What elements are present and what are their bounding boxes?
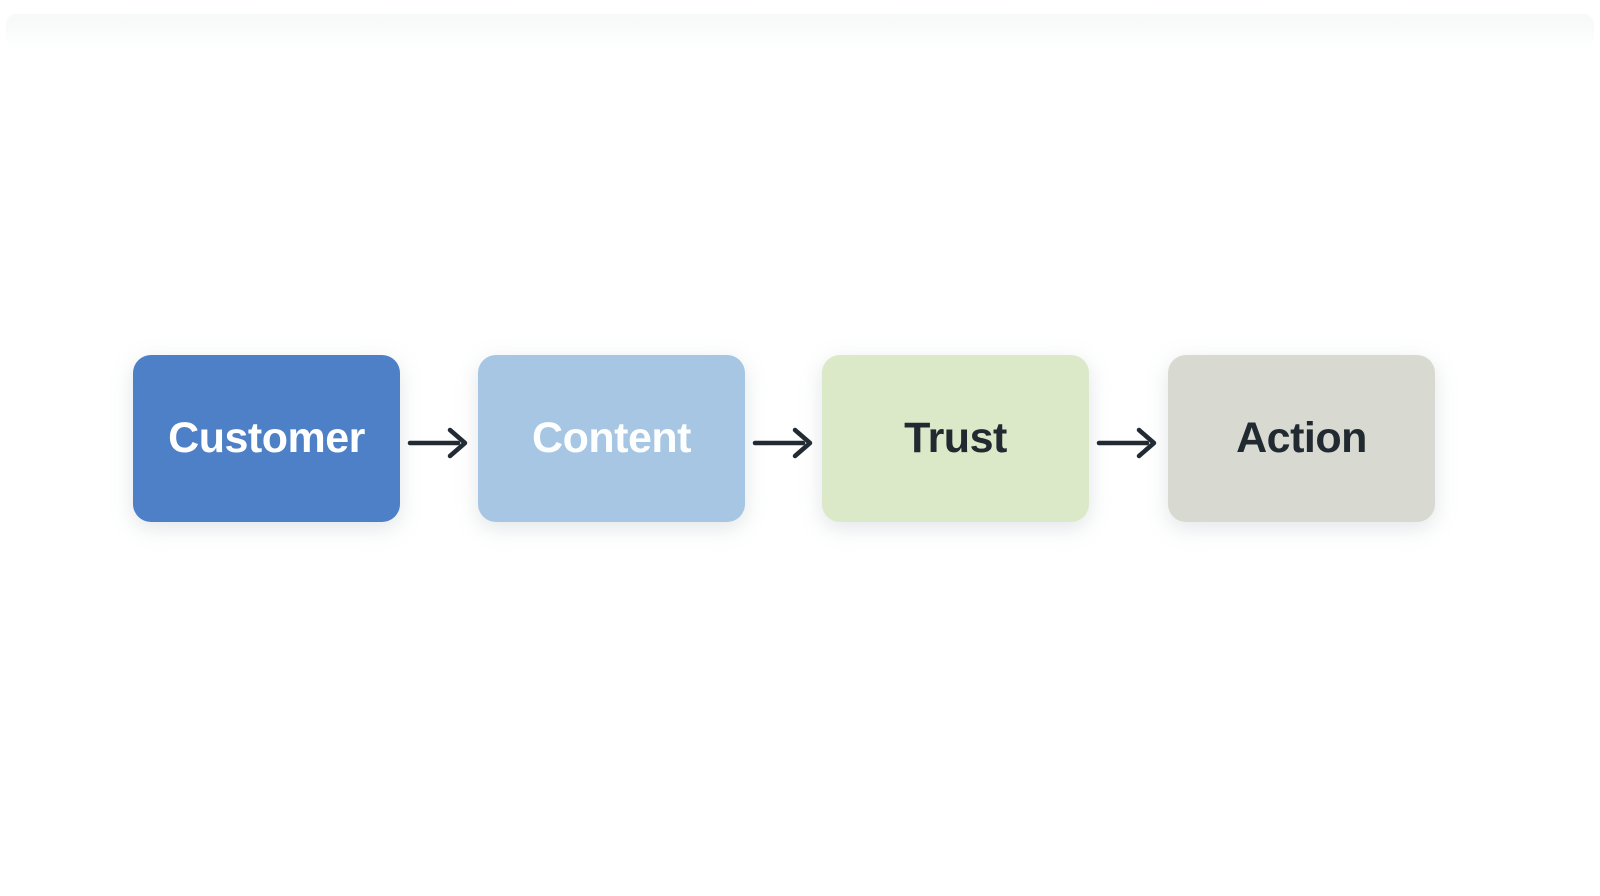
right-arrow-icon bbox=[1096, 427, 1157, 459]
node-content-label: Content bbox=[532, 414, 691, 462]
node-trust-label: Trust bbox=[904, 414, 1007, 462]
node-customer: Customer bbox=[133, 355, 400, 522]
node-customer-label: Customer bbox=[168, 414, 365, 462]
right-arrow-icon bbox=[752, 427, 813, 459]
node-action-label: Action bbox=[1236, 414, 1367, 462]
node-content: Content bbox=[478, 355, 745, 522]
arrow-customer-to-content bbox=[400, 421, 478, 465]
node-trust: Trust bbox=[822, 355, 1089, 522]
right-arrow-icon bbox=[407, 427, 468, 459]
arrow-trust-to-action bbox=[1089, 421, 1167, 465]
arrow-content-to-trust bbox=[745, 421, 823, 465]
node-action: Action bbox=[1168, 355, 1435, 522]
